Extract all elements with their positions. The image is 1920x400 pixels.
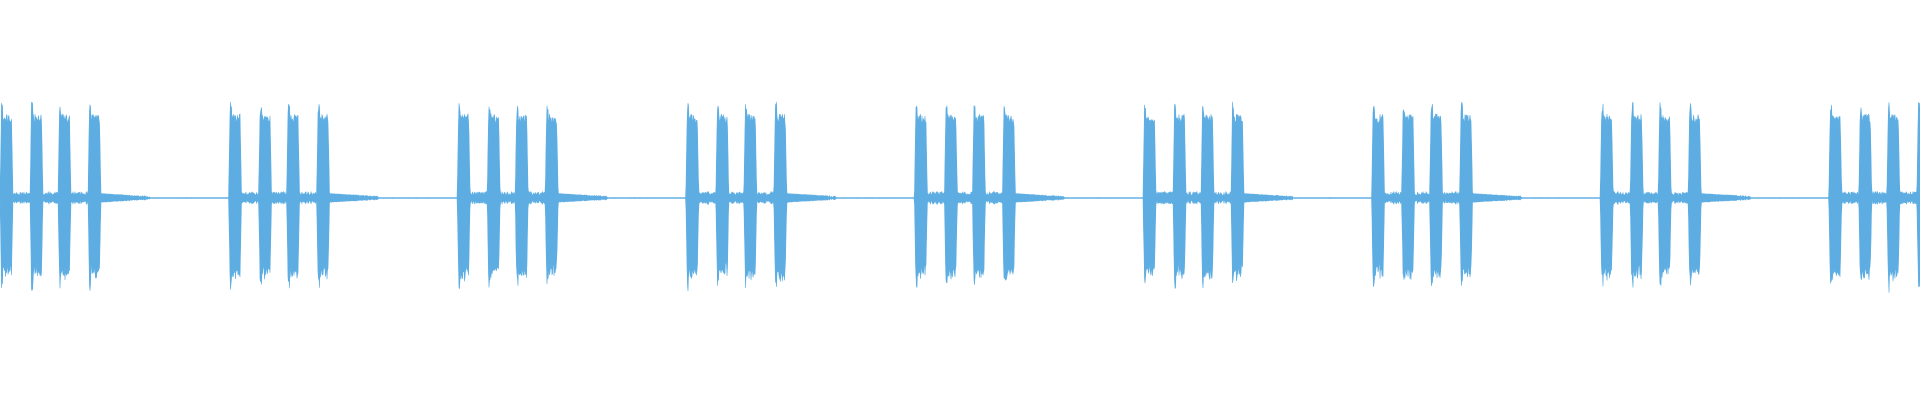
tail-dot [1295, 197, 1297, 199]
tail-dot [1108, 197, 1110, 199]
tail-dot [1104, 197, 1106, 199]
tail-dot [392, 197, 394, 199]
tail-dot [399, 197, 401, 199]
tail-dot [1066, 197, 1068, 199]
waveform-tail-dots [153, 197, 1799, 199]
tail-dot [179, 197, 181, 199]
tail-dot [190, 197, 192, 199]
tail-dot [1522, 197, 1524, 199]
tail-dot [1333, 197, 1335, 199]
tail-dot [384, 197, 386, 199]
tail-dot [1557, 197, 1559, 199]
tail-dot [1541, 197, 1543, 199]
tail-dot [428, 197, 430, 199]
tail-dot [1797, 197, 1799, 199]
tail-dot [856, 197, 858, 199]
tail-dot [183, 197, 185, 199]
tail-dot [1751, 197, 1753, 199]
tail-dot [1533, 197, 1535, 199]
tail-dot [879, 197, 881, 199]
tail-dot [634, 197, 636, 199]
tail-dot [1074, 197, 1076, 199]
tail-dot [639, 197, 641, 199]
tail-dot [872, 197, 874, 199]
tail-dot [1317, 197, 1318, 199]
tail-dot [1099, 197, 1101, 199]
tail-dot [157, 197, 159, 199]
tail-dot [646, 197, 648, 199]
tail-dot [1779, 197, 1781, 199]
tail-dot [393, 197, 395, 199]
tail-dot [866, 197, 868, 199]
tail-dot [415, 197, 417, 199]
tail-dot [156, 197, 158, 199]
tail-dot [1082, 197, 1084, 199]
tail-dot [1751, 197, 1753, 199]
tail-dot [842, 197, 844, 199]
tail-dot [1792, 197, 1793, 199]
tail-dot [1098, 197, 1100, 199]
tail-dot [415, 197, 417, 199]
tail-dot [187, 197, 189, 199]
tail-dot [631, 197, 633, 199]
tail-dot [1532, 197, 1534, 199]
tail-dot [186, 197, 188, 199]
tail-dot [1780, 197, 1782, 199]
tail-dot [153, 197, 155, 199]
tail-dot [1526, 197, 1528, 199]
waveform-trace [0, 101, 1920, 293]
tail-dot [1547, 197, 1549, 199]
tail-dot [869, 197, 871, 199]
tail-dot [1096, 197, 1098, 199]
tail-dot [613, 197, 615, 199]
tail-dot [1328, 197, 1330, 199]
tail-dot [392, 197, 394, 199]
tail-dot [1538, 197, 1540, 199]
tail-dot [628, 197, 630, 199]
tail-dot [1330, 197, 1332, 199]
tail-dot [1772, 197, 1774, 199]
tail-dot [836, 197, 838, 199]
tail-dot [1790, 197, 1792, 199]
tail-dot [1300, 197, 1302, 199]
tail-dot [1330, 197, 1332, 199]
tail-dot [634, 197, 636, 199]
tail-dot [1306, 197, 1308, 199]
tail-dot [612, 197, 614, 199]
tail-dot [885, 197, 887, 199]
